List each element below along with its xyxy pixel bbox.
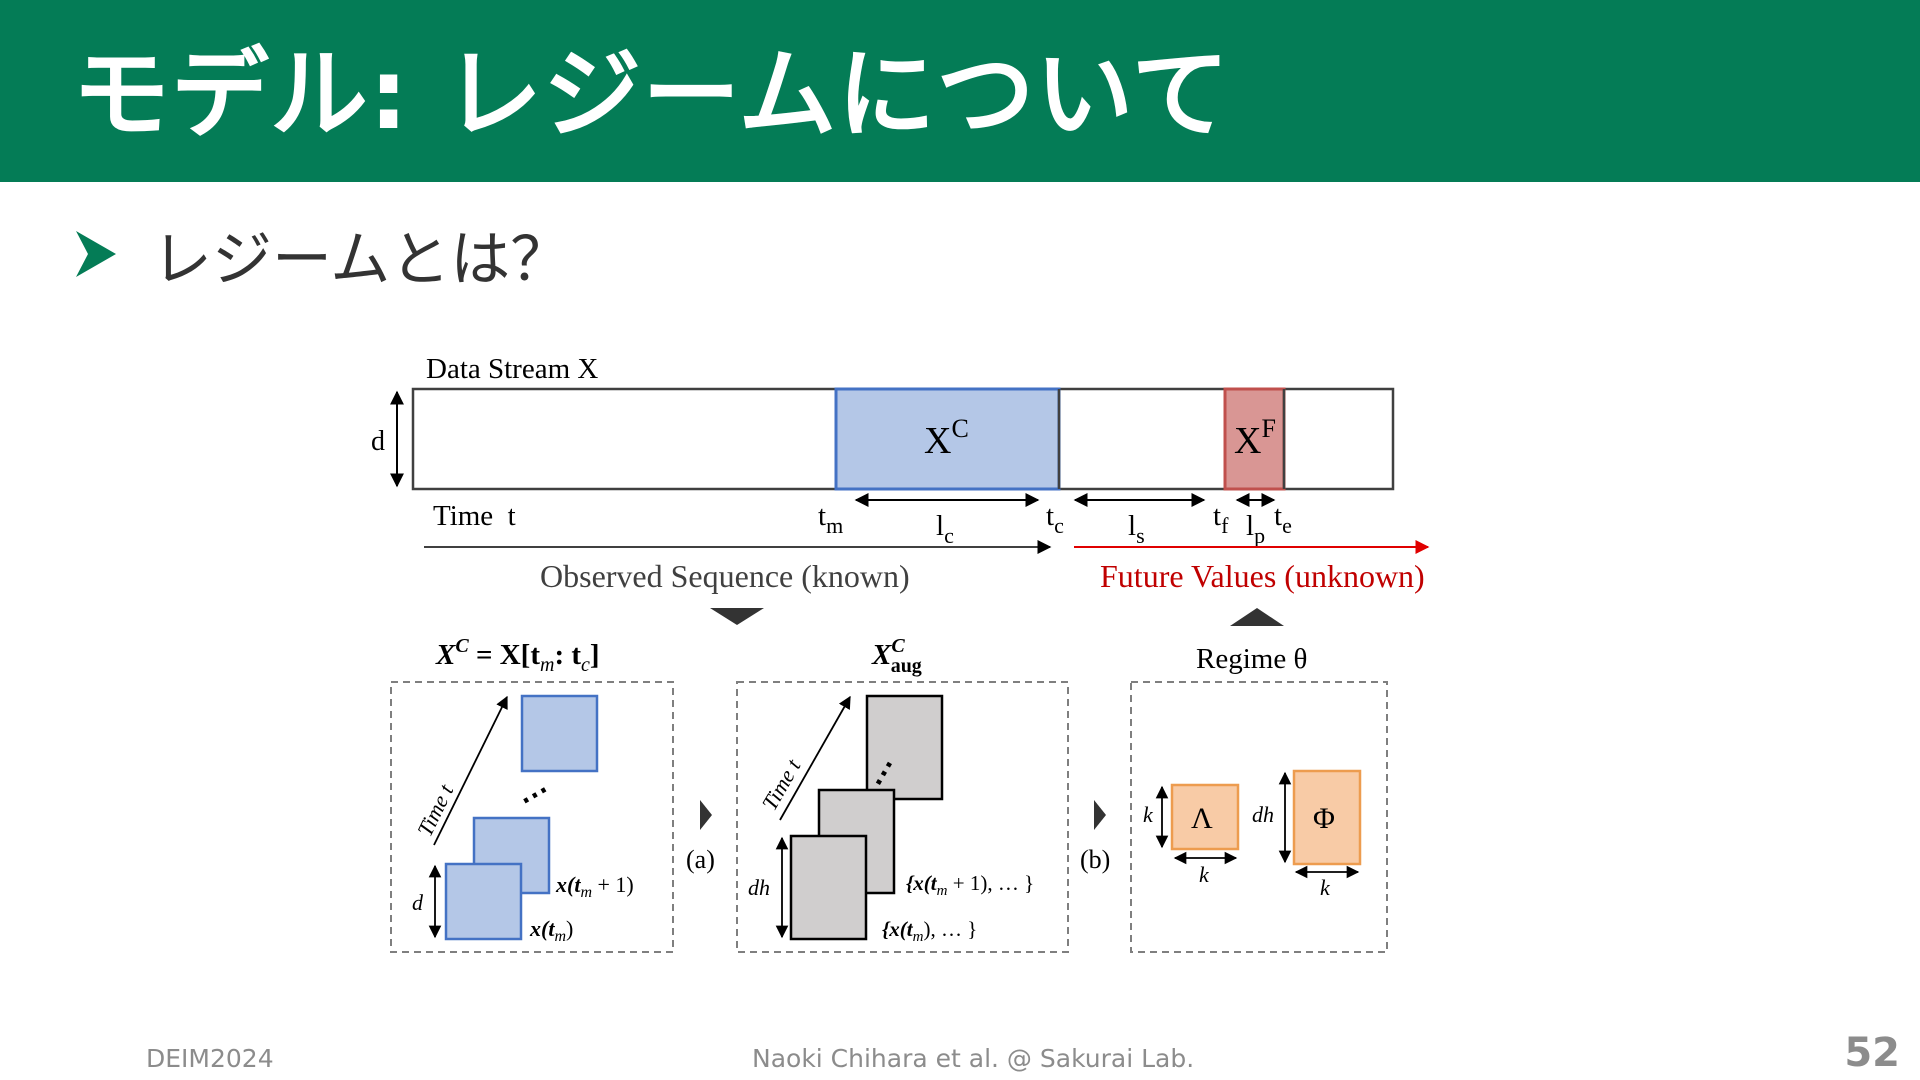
panel2-dh-label: dh [748, 875, 770, 900]
panel1-time-axis [433, 695, 508, 846]
set-cur-label: {x(tm), … } [882, 917, 977, 945]
tm-label: tm [818, 500, 843, 538]
xc-label: XC [924, 414, 969, 462]
panel2-time-label: Time t [757, 754, 806, 814]
time-label: Time t [433, 500, 516, 532]
lambda-k-bottom-label: k [1199, 862, 1210, 887]
tc-label: tc [1046, 500, 1064, 538]
panel1-d-label: d [412, 890, 424, 915]
bullet-text: レジームとは？ [152, 224, 571, 295]
arrowhead-bullet-icon [76, 231, 116, 277]
phi-block [1292, 769, 1362, 866]
down-triangle-icon [710, 608, 764, 625]
frame-block [865, 694, 944, 801]
future-label: Future Values (unknown) [1100, 558, 1425, 594]
footer-conference: DEIM2024 [146, 1044, 274, 1073]
tf-label: tf [1213, 500, 1229, 538]
frame-block [789, 834, 868, 941]
panel1-title: XC = X[tm: tc] [435, 635, 600, 676]
frame-block [520, 694, 599, 773]
xf-block [1223, 387, 1286, 491]
phi-k-bottom-label: k [1320, 875, 1331, 900]
lc-label: lc [936, 510, 954, 548]
te-label: te [1274, 500, 1292, 538]
x-cur-label: x(tm) [529, 916, 573, 945]
up-triangle-icon [1230, 608, 1284, 626]
xf-label: XF [1234, 414, 1276, 462]
xc-block [834, 387, 1061, 491]
lp-label: lp [1246, 510, 1265, 548]
step-b-arrow-icon [1094, 800, 1106, 830]
panel3-box [1130, 681, 1388, 953]
step-b-label: (b) [1080, 845, 1110, 874]
footer-author: Naoki Chihara et al. @ Sakurai Lab. [752, 1044, 1195, 1073]
observed-label: Observed Sequence (known) [540, 558, 910, 594]
lambda-k-side-label: k [1143, 802, 1154, 827]
phi-label: Φ [1313, 802, 1335, 835]
set-next-label: {x(tm + 1), … } [906, 871, 1034, 899]
lambda-block [1170, 783, 1240, 851]
title-bar: モデル: レジームについて [0, 0, 1920, 182]
panel2-time-axis [779, 695, 851, 821]
panel3-title: Regime θ [1196, 643, 1307, 675]
slide-title: モデル: レジームについて [72, 38, 1231, 152]
frame-block [444, 862, 523, 941]
phi-dh-side-label: dh [1252, 802, 1274, 827]
ellipsis-icon: ⋯ [513, 773, 555, 817]
bullet-item: レジームとは？ [74, 214, 570, 295]
page-number: 52 [1844, 1030, 1900, 1076]
stream-label: Data Stream X [426, 353, 598, 385]
step-a-arrow-icon [700, 800, 712, 830]
lambda-label: Λ [1191, 802, 1213, 835]
d-label: d [371, 426, 385, 457]
x-next-label: x(tm + 1) [555, 872, 634, 901]
step-a-label: (a) [686, 845, 715, 874]
ls-label: ls [1128, 510, 1145, 548]
